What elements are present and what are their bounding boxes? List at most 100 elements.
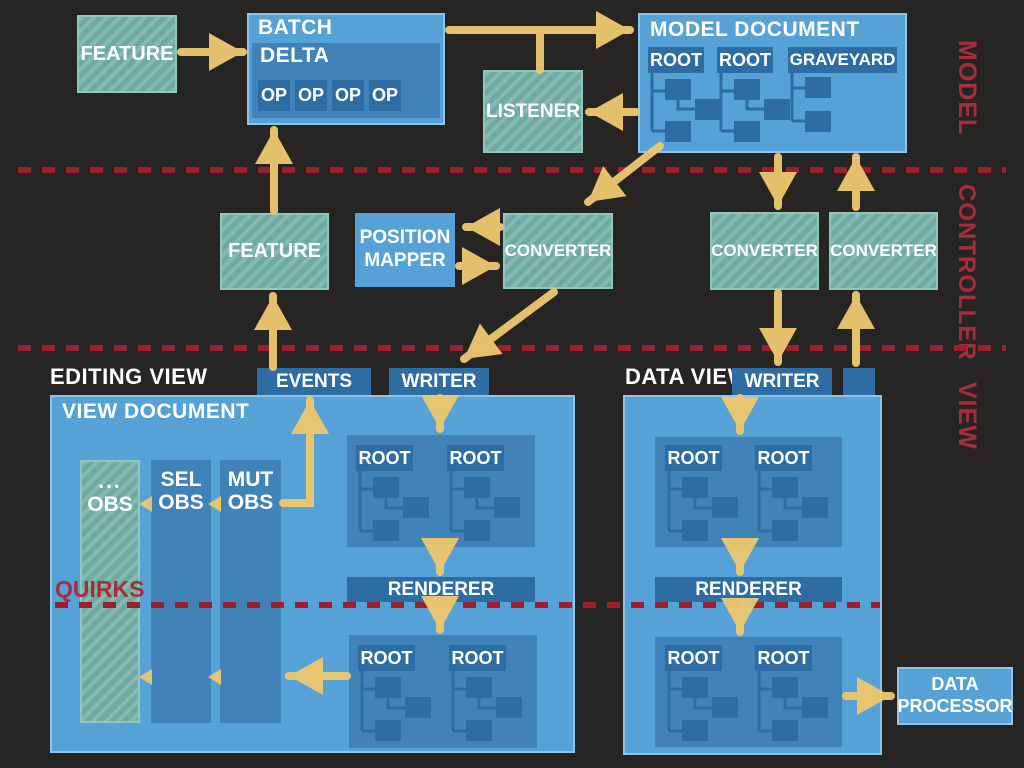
editing-writer-box: WRITER [389,368,489,395]
data-processor-line1: DATA [931,674,979,695]
observer-line2: OBS [227,491,274,515]
view-layer-label: VIEW [953,382,981,450]
view-root-tree: ROOT [449,645,544,743]
observer-line1: SEL [160,468,202,491]
quirks-label: QUIRKS [55,576,145,602]
root-header: ROOT [665,445,722,471]
position-mapper-box: POSITION MAPPER [355,213,455,287]
position-mapper-line2: MAPPER [364,250,446,271]
root-header: ROOT [755,445,812,471]
converter-label: CONVERTER [504,241,612,260]
listener-label: LISTENER [486,100,580,122]
tree-branches-icon [451,671,522,741]
root-header: ROOT [358,645,415,671]
op-label: OP [371,85,398,105]
model-document-title: MODEL DOCUMENT [650,18,860,41]
converter-label: CONVERTER [830,241,937,260]
quirks-separator [55,602,880,608]
op-label: OP [297,85,324,105]
model-document-box: MODEL DOCUMENT ROOT ROOT GRAVEYARD [638,13,907,153]
op-label: OP [260,85,287,105]
delta-label: DELTA [260,44,330,67]
tree-branches-icon [449,471,520,541]
editing-renderer-box: RENDERER [347,577,535,602]
position-mapper-line1: POSITION [359,227,451,249]
tree-branches-icon [667,671,738,741]
observer-line1: MUT [227,468,274,491]
editing-top-roots-panel: ROOT ROOT [347,435,535,547]
converter-box-data-up: CONVERTER [829,212,938,290]
observer-column-other: ... OBS [80,460,140,723]
root-header: ROOT [356,445,413,471]
data-processor-box: DATA PROCESSOR [897,667,1013,725]
view-root-tree: ROOT [665,445,760,543]
view-root-tree: ROOT [358,645,453,743]
converter-box-editing: CONVERTER [503,213,613,289]
root-header: ROOT [665,645,722,671]
controller-view-separator [18,345,1006,351]
graveyard-tree: GRAVEYARD [788,47,897,135]
delta-box: DELTA OP OP OP OP [252,43,440,118]
root-header: ROOT [648,47,704,73]
view-root-tree: ROOT [447,445,542,543]
controller-feature-box: FEATURE [220,213,329,290]
root-header: ROOT [717,47,773,73]
tree-branches-icon [757,671,828,741]
data-processor-line2: PROCESSOR [897,696,1013,716]
renderer-label: RENDERER [387,578,495,600]
observer-column-sel: SEL OBS [151,460,211,723]
data-renderer-box: RENDERER [655,577,842,602]
data-top-roots-panel: ROOT ROOT [655,437,842,547]
writer-label: WRITER [744,370,820,392]
data-view-label: DATA VIEW [625,364,749,389]
data-return-tab-box [843,368,875,395]
observer-line2: OBS [87,493,133,517]
controller-layer-label: CONTROLLER [953,184,980,361]
observer-column-mut: MUT OBS [220,460,281,723]
op-box: OP [295,80,327,111]
model-root-tree: ROOT [717,47,812,143]
op-label: OP [334,85,361,105]
view-root-tree: ROOT [665,645,760,743]
view-document-box: VIEW DOCUMENT ... OBS SEL OBS MUT OBS RO… [50,395,575,753]
tree-branches-icon [650,73,721,142]
op-box: OP [258,80,290,111]
model-feature-box: FEATURE [77,15,177,93]
writer-label: WRITER [401,370,477,392]
tree-branches-icon [358,471,429,541]
tree-branches-icon [790,73,831,132]
editing-view-label: EDITING VIEW [50,364,208,389]
editing-bottom-roots-panel: ROOT ROOT [349,635,537,748]
model-feature-label: FEATURE [80,42,174,65]
controller-feature-label: FEATURE [228,240,321,262]
data-document-box: ROOT ROOT RENDERER ROOT [623,395,882,755]
model-layer-label: MODEL [953,40,981,136]
view-root-tree: ROOT [356,445,451,543]
events-label: EVENTS [275,370,353,392]
tree-branches-icon [757,471,828,541]
root-header: ROOT [449,645,506,671]
root-header: ROOT [755,645,812,671]
converter-label: CONVERTER [711,241,818,260]
events-box: EVENTS [257,368,371,395]
observer-line2: OBS [158,491,204,515]
renderer-label: RENDERER [695,578,802,600]
view-root-tree: ROOT [755,645,850,743]
tree-branches-icon [667,471,738,541]
model-controller-separator [18,167,1006,173]
data-writer-box: WRITER [732,368,832,395]
view-root-tree: ROOT [755,445,850,543]
arrow-modeldoc-to-converter [584,142,664,206]
observer-line1: ... [98,470,122,493]
model-root-tree: ROOT [648,47,743,143]
graveyard-header: GRAVEYARD [788,47,897,73]
root-header: ROOT [447,445,504,471]
op-box: OP [332,80,364,111]
listener-box: LISTENER [483,70,583,153]
converter-box-data-down: CONVERTER [710,212,819,290]
batch-box: BATCH DELTA OP OP OP OP [247,13,445,125]
data-bottom-roots-panel: ROOT ROOT [655,637,842,747]
view-document-title: VIEW DOCUMENT [62,400,250,423]
op-box: OP [369,80,401,111]
